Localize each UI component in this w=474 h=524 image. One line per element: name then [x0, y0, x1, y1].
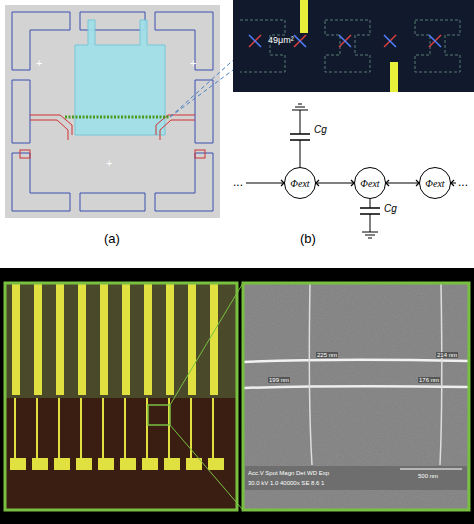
capacitor-label: Cg	[384, 204, 397, 214]
dimension: 214 nm	[436, 352, 458, 358]
dimension: 176 nm	[418, 377, 440, 383]
ellipsis: ...	[458, 176, 468, 188]
wire	[386, 183, 419, 184]
circuit-wires	[246, 104, 456, 238]
ellipsis: ...	[233, 176, 243, 188]
sem-info: Acc.V Spot Magn Det WD Exp	[248, 470, 329, 476]
alignment-mark: +	[106, 158, 112, 169]
flux-loop: Φext	[284, 167, 316, 199]
label: (b)	[300, 232, 316, 245]
flux-loop: Φext	[419, 167, 451, 199]
wire	[316, 183, 354, 184]
zoom-panel	[233, 0, 474, 92]
alignment-mark: +	[36, 58, 42, 69]
scale-bar-label: 500 nm	[418, 473, 438, 479]
optical-image	[5, 283, 243, 510]
dimension: 199 nm	[268, 377, 290, 383]
flux-label: Φext	[425, 178, 444, 189]
sem-image	[243, 283, 469, 510]
sem-info: 30.0 kV 1.0 40000x SE 8.6 1	[248, 480, 324, 486]
alignment-mark: +	[190, 58, 196, 69]
area-label: 49μm²	[268, 36, 294, 45]
label: (a)	[104, 232, 120, 245]
flux-label: Φext	[360, 178, 379, 189]
dimension: 225 nm	[316, 352, 338, 358]
capacitor-label: Cg	[314, 125, 327, 135]
flux-loop: Φext	[354, 167, 386, 199]
flux-label: Φext	[290, 178, 309, 189]
